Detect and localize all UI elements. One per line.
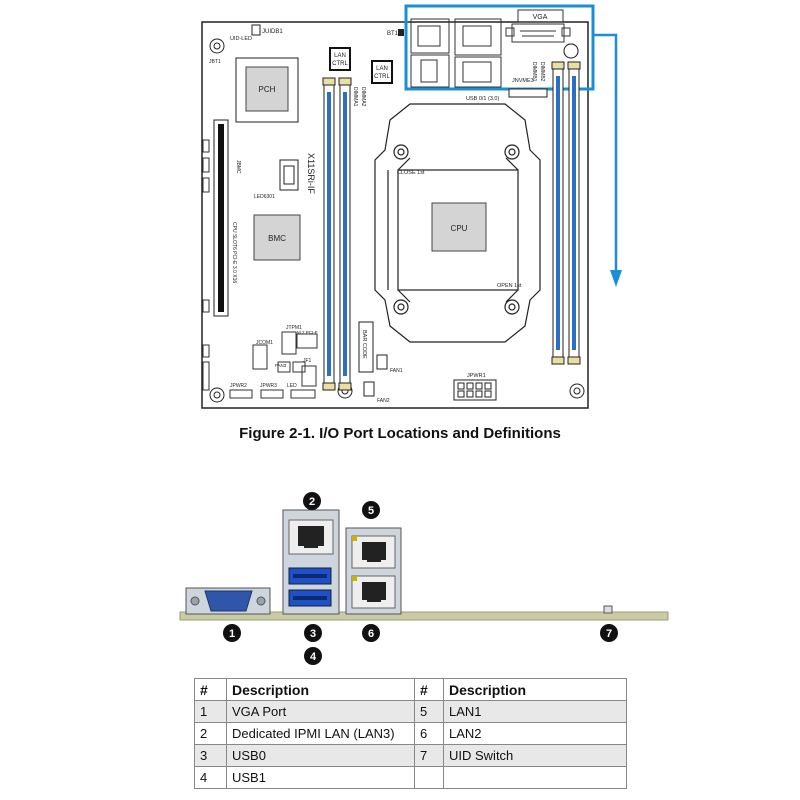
svg-text:4: 4 bbox=[310, 651, 317, 663]
callout-6: 6 bbox=[362, 624, 380, 642]
pcb-edge bbox=[179, 611, 669, 621]
cpu-chip bbox=[431, 202, 487, 252]
m2-label: M.2 PCI-E bbox=[297, 330, 318, 335]
callout-2: 2 bbox=[303, 492, 321, 510]
jbmc-label: JBMC bbox=[235, 160, 241, 174]
table-row: 3 USB0 7 UID Switch bbox=[194, 744, 627, 767]
table-row: 1 VGA Port 5 LAN1 bbox=[194, 700, 627, 723]
pch-label: PCH bbox=[259, 85, 276, 94]
jpwr3-label: JPWR3 bbox=[260, 383, 277, 389]
svg-text:2: 2 bbox=[309, 496, 315, 508]
lan-ctrl-1-line2: CTRL bbox=[332, 61, 348, 67]
dimm-slots-right bbox=[551, 61, 581, 365]
svg-text:5: 5 bbox=[368, 505, 374, 517]
figure-caption: Figure 2-1. I/O Port Locations and Defin… bbox=[239, 425, 561, 442]
svg-text:6: 6 bbox=[368, 628, 374, 640]
table-row: 2 Dedicated IPMI LAN (LAN3) 6 LAN2 bbox=[194, 722, 627, 745]
jtpm1-label: JTPM1 bbox=[286, 325, 302, 331]
juidb1-label: JUIDB1 bbox=[262, 29, 283, 35]
bt1-label: BT1 bbox=[387, 31, 399, 37]
table-row: 4 USB1 bbox=[194, 766, 627, 789]
lan-ctrl-2-line1: LAN bbox=[376, 66, 388, 72]
callout-4: 4 bbox=[304, 647, 322, 665]
jpwr2-label: JPWR2 bbox=[230, 383, 247, 389]
lower-headers bbox=[229, 331, 318, 399]
fan2-label: FAN2 bbox=[377, 398, 390, 404]
callout-3: 3 bbox=[304, 624, 322, 642]
lan-stack bbox=[345, 527, 402, 615]
header-num-1: # bbox=[194, 678, 227, 701]
table-header-row: # Description # Description bbox=[194, 678, 627, 701]
bmc-label: BMC bbox=[268, 234, 286, 243]
uid-led-label: UID-LED bbox=[230, 36, 252, 42]
led6301-label: LED6301 bbox=[254, 194, 275, 200]
port-description-table: # Description # Description 1 VGA Port 5… bbox=[194, 678, 627, 789]
lan-ctrl-chip-2 bbox=[371, 60, 393, 84]
rear-io-connectors bbox=[410, 9, 571, 88]
pch-chip bbox=[245, 66, 289, 112]
lan-ctrl-2-line2: CTRL bbox=[374, 74, 390, 80]
jcom1-label: JCOM1 bbox=[256, 340, 273, 346]
motherboard-diagram: JUIDB1 UID-LED JBT1 PCH LAN CTRL LAN CTR… bbox=[201, 4, 622, 409]
jbt1-label: JBT1 bbox=[209, 59, 221, 65]
uid-switch bbox=[603, 605, 613, 614]
pcie-slot bbox=[213, 119, 229, 317]
led-label: LED bbox=[287, 383, 297, 389]
jpwr1-connector bbox=[453, 379, 497, 401]
jf1-label: JF1 bbox=[303, 358, 312, 364]
view-direction-arrow bbox=[593, 33, 618, 272]
board-model: X11SRi-IF bbox=[306, 153, 316, 194]
cpu-label: CPU bbox=[451, 224, 468, 233]
svg-text:1: 1 bbox=[229, 628, 235, 640]
cpu-slot-label: CPU SLOT6 PCI-E 3.0 X16 bbox=[231, 222, 237, 283]
callout-1: 1 bbox=[223, 624, 241, 642]
jpwr1-label: JPWR1 bbox=[467, 373, 486, 379]
bar-code-label: BAR CODE bbox=[361, 330, 367, 359]
header-desc-1: Description bbox=[226, 678, 415, 701]
bar-code-area bbox=[358, 321, 374, 373]
left-headers bbox=[202, 139, 210, 391]
vga-port bbox=[185, 587, 271, 615]
dimm-a1-label: DIMMA1 bbox=[352, 87, 358, 107]
bmc-chip bbox=[253, 214, 301, 261]
dimm-a2-label: DIMMA2 bbox=[360, 87, 366, 107]
lan-ctrl-1-line1: LAN bbox=[334, 53, 346, 59]
dimm-b2-label: DIMMB2 bbox=[539, 62, 545, 82]
dimm-slots-left bbox=[322, 77, 352, 391]
usb01-label: USB 0/1 (3.0) bbox=[466, 96, 499, 102]
header-num-2: # bbox=[414, 678, 444, 701]
callout-7: 7 bbox=[600, 624, 618, 642]
dimm-b1-label: DIMMB1 bbox=[531, 62, 537, 82]
jnvme3-label: JNVME3 bbox=[512, 78, 534, 84]
fan1-label: FAN1 bbox=[390, 368, 403, 374]
ipmi-usb-stack bbox=[282, 509, 340, 615]
io-highlight-box bbox=[404, 4, 595, 91]
io-panel-diagram: 1 2 3 4 5 6 7 bbox=[179, 492, 669, 665]
close-label: CLOSE 1st bbox=[397, 170, 425, 176]
callout-5: 5 bbox=[362, 501, 380, 519]
svg-text:3: 3 bbox=[310, 628, 316, 640]
fan3-label: FAN3 bbox=[275, 363, 287, 368]
lan-ctrl-chip-1 bbox=[329, 47, 351, 71]
svg-text:7: 7 bbox=[606, 628, 612, 640]
open-label: OPEN 1st bbox=[497, 283, 522, 289]
vga-label: VGA bbox=[533, 14, 548, 21]
header-desc-2: Description bbox=[443, 678, 627, 701]
